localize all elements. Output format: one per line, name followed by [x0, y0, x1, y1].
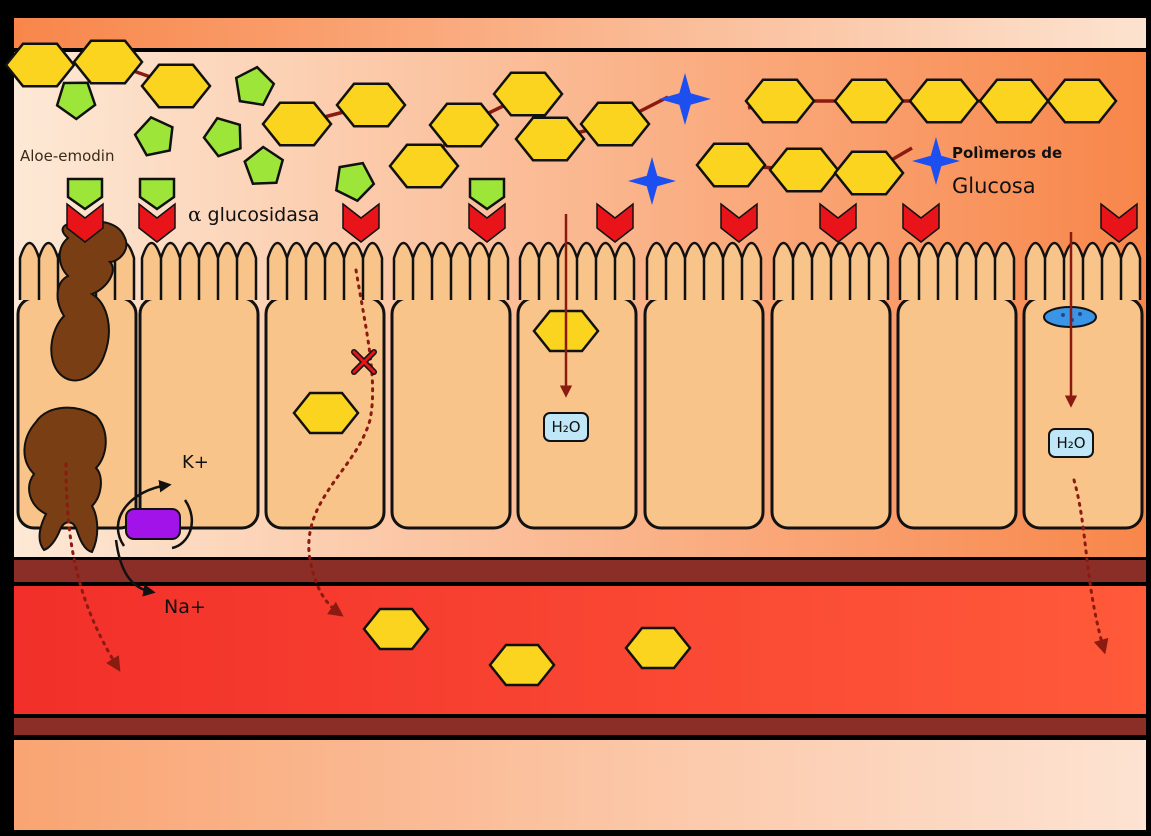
polymers-label-line1: Polìmeros de	[952, 144, 1062, 162]
vessel-wall-bottom	[14, 718, 1146, 735]
enterocyte	[898, 298, 1016, 528]
enterocyte	[140, 298, 258, 528]
enterocyte	[1024, 298, 1142, 528]
enterocyte-row	[18, 243, 1142, 528]
vessel-wall-top	[14, 560, 1146, 582]
water-molecule-box: H₂O	[543, 412, 589, 442]
top-band	[14, 18, 1146, 48]
glucose-hexagon	[490, 645, 554, 685]
enterocyte	[392, 298, 510, 528]
sodium-ion-label: Na+	[164, 596, 206, 618]
aloe-emodin-label: Aloe-emodin	[20, 147, 114, 165]
glucose-hexagon	[626, 628, 690, 668]
enterocyte	[645, 298, 763, 528]
alpha-glucosidase-label: α glucosidasa	[188, 202, 319, 226]
glucose-hexagon	[364, 609, 428, 649]
bottom-band	[14, 740, 1146, 830]
water-molecule-box: H₂O	[1048, 428, 1094, 458]
glucose-hexagon	[294, 393, 358, 433]
potassium-ion-label: K+	[182, 452, 209, 473]
alpha-symbol: α	[188, 202, 202, 226]
enterocyte	[772, 298, 890, 528]
alpha-glucosidase-text: glucosidasa	[208, 204, 320, 226]
polymers-label-line2: Glucosa	[952, 174, 1036, 198]
